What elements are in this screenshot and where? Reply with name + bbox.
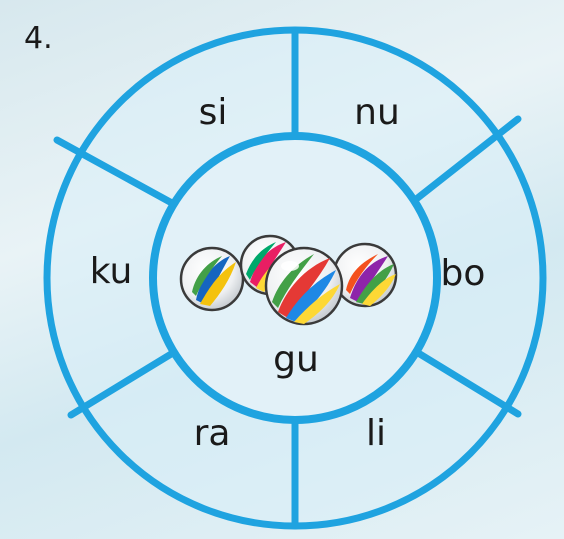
syllable-li: li bbox=[366, 413, 386, 454]
marble-icon bbox=[334, 244, 396, 306]
syllable-si: si bbox=[199, 92, 228, 133]
marble-icon bbox=[266, 248, 342, 324]
center-syllable: gu bbox=[273, 339, 319, 380]
syllable-ra: ra bbox=[194, 413, 231, 454]
syllable-ku: ku bbox=[90, 251, 133, 292]
marble-icon bbox=[181, 248, 243, 310]
syllable-bo: bo bbox=[441, 253, 486, 294]
syllable-nu: nu bbox=[354, 92, 400, 133]
